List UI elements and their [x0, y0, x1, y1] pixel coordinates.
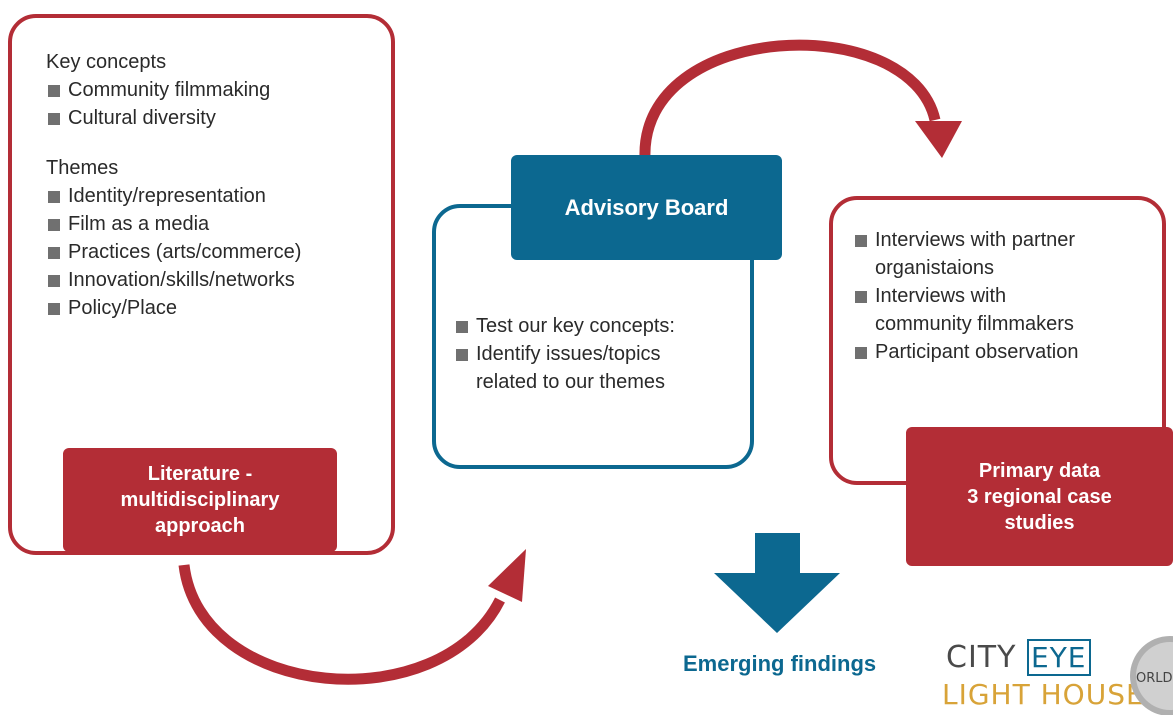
list-item: Innovation/skills/networks	[46, 266, 301, 294]
arrow-literature-to-advisory	[178, 564, 505, 685]
list-item: Identity/representation	[46, 182, 301, 210]
advisory-title: Advisory Board	[511, 155, 782, 260]
square-bullet-icon	[48, 303, 60, 315]
list-item: community filmmakers	[875, 313, 1074, 335]
cityeye-logo: CITY EYE LIGHT HOUSE ORLD	[938, 636, 1173, 715]
themes-heading: Themes	[46, 157, 119, 179]
square-bullet-icon	[48, 85, 60, 97]
globe-icon: ORLD	[1130, 636, 1173, 715]
list-item: Participant observation	[853, 338, 1078, 366]
square-bullet-icon	[456, 349, 468, 361]
themes-list: Identity/representation Film as a media …	[46, 182, 301, 322]
list-item: Film as a media	[46, 210, 301, 238]
square-bullet-icon	[48, 219, 60, 231]
literature-label: Literature - multidisciplinary approach	[63, 448, 337, 552]
svg-text:ORLD: ORLD	[1136, 671, 1173, 686]
list-item: organistaions	[875, 257, 994, 279]
square-bullet-icon	[48, 247, 60, 259]
arrow-advisory-to-primary-head	[915, 121, 962, 158]
advisory-list: Test our key concepts: Identify issues/t…	[454, 312, 675, 396]
square-bullet-icon	[456, 321, 468, 333]
list-item: Community filmmaking	[46, 76, 301, 104]
arrow-advisory-to-primary	[639, 39, 941, 159]
arrow-literature-to-advisory-head	[488, 549, 526, 602]
square-bullet-icon	[48, 113, 60, 125]
primary-list: Interviews with partner organistaions In…	[853, 226, 1078, 366]
emerging-findings-label: Emerging findings	[683, 651, 877, 676]
arrow-down-findings	[714, 533, 840, 633]
square-bullet-icon	[855, 291, 867, 303]
list-item: Identify issues/topics	[454, 340, 675, 368]
list-item: related to our themes	[476, 371, 665, 393]
square-bullet-icon	[855, 235, 867, 247]
list-item: Cultural diversity	[46, 104, 301, 132]
square-bullet-icon	[855, 347, 867, 359]
key-concepts-list: Community filmmaking Cultural diversity	[46, 76, 301, 132]
square-bullet-icon	[48, 191, 60, 203]
list-item: Test our key concepts:	[454, 312, 675, 340]
list-item: Interviews with partner	[853, 226, 1078, 254]
key-concepts-heading: Key concepts	[46, 51, 167, 73]
primary-label: Primary data 3 regional case studies	[906, 427, 1173, 566]
list-item: Interviews with	[853, 282, 1078, 310]
list-item: Policy/Place	[46, 294, 301, 322]
square-bullet-icon	[48, 275, 60, 287]
list-item: Practices (arts/commerce)	[46, 238, 301, 266]
